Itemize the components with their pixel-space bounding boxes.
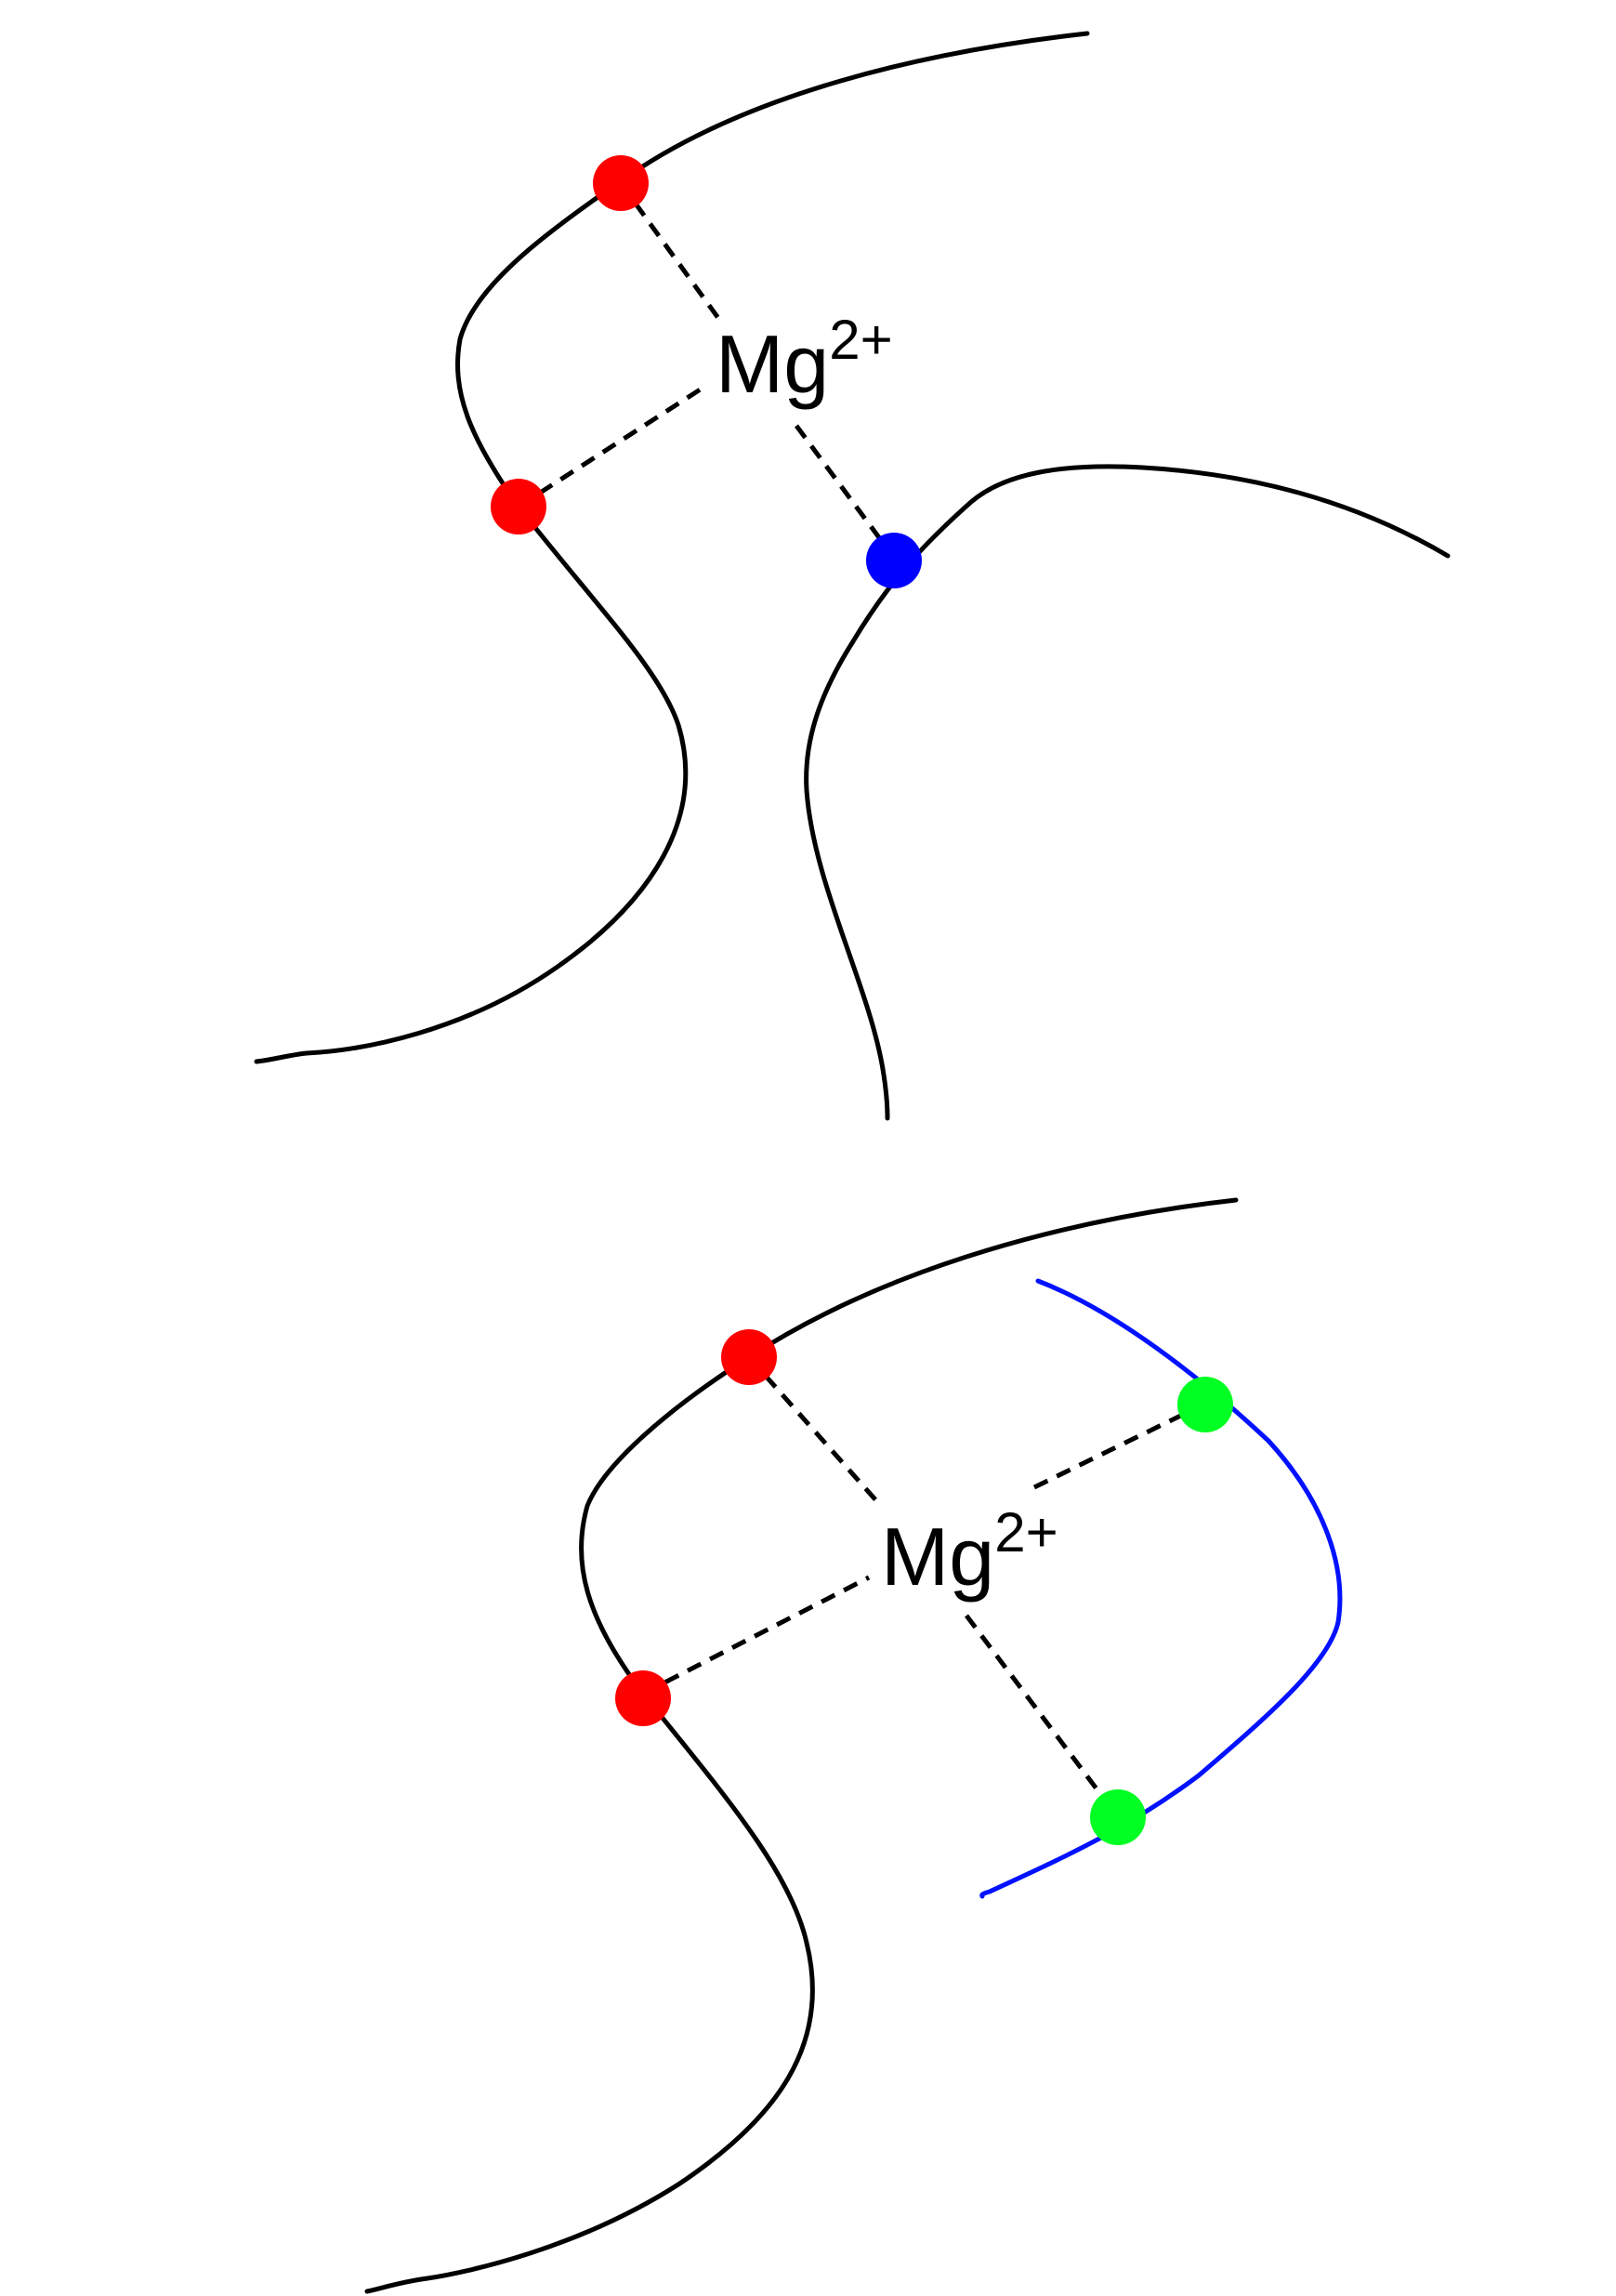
top-mg-charge: 2+ [829,309,892,371]
top-bond-lower-oxygen [517,386,703,509]
top-bond-nitrogen [794,424,897,560]
bottom-strand-main [364,1197,1239,2294]
bottom-coordinating-atom-lower-right [1090,1789,1146,1845]
top-oxygen-atom-lower [491,479,546,534]
bottom-bond-upper-oxygen [747,1355,883,1508]
bottom-mg-ion-label: Mg2+ [881,1501,1058,1603]
bottom-bond-upper-right [1032,1402,1205,1490]
bottom-oxygen-atom-lower [615,1670,671,1726]
bottom-bond-lower-right [965,1614,1120,1819]
bottom-oxygen-atom-upper [721,1329,777,1385]
bottom-mg-charge: 2+ [994,1501,1058,1564]
top-mg-symbol: Mg [716,318,829,410]
bottom-strand-blue [979,1278,1343,1899]
top-strand-main [254,31,1090,1064]
top-strand-right [804,464,1451,1121]
top-nitrogen-atom [866,533,922,588]
top-complex: Mg2+ [254,31,1451,1121]
bottom-bond-lower-oxygen [641,1575,871,1696]
top-oxygen-atom-upper [593,155,649,211]
bottom-coordinating-atom-upper-right [1177,1377,1233,1432]
top-bond-upper-oxygen [618,181,723,323]
top-mg-ion-label: Mg2+ [716,309,893,410]
bottom-complex: Mg2+ [364,1197,1343,2294]
bottom-mg-symbol: Mg [881,1511,994,1603]
